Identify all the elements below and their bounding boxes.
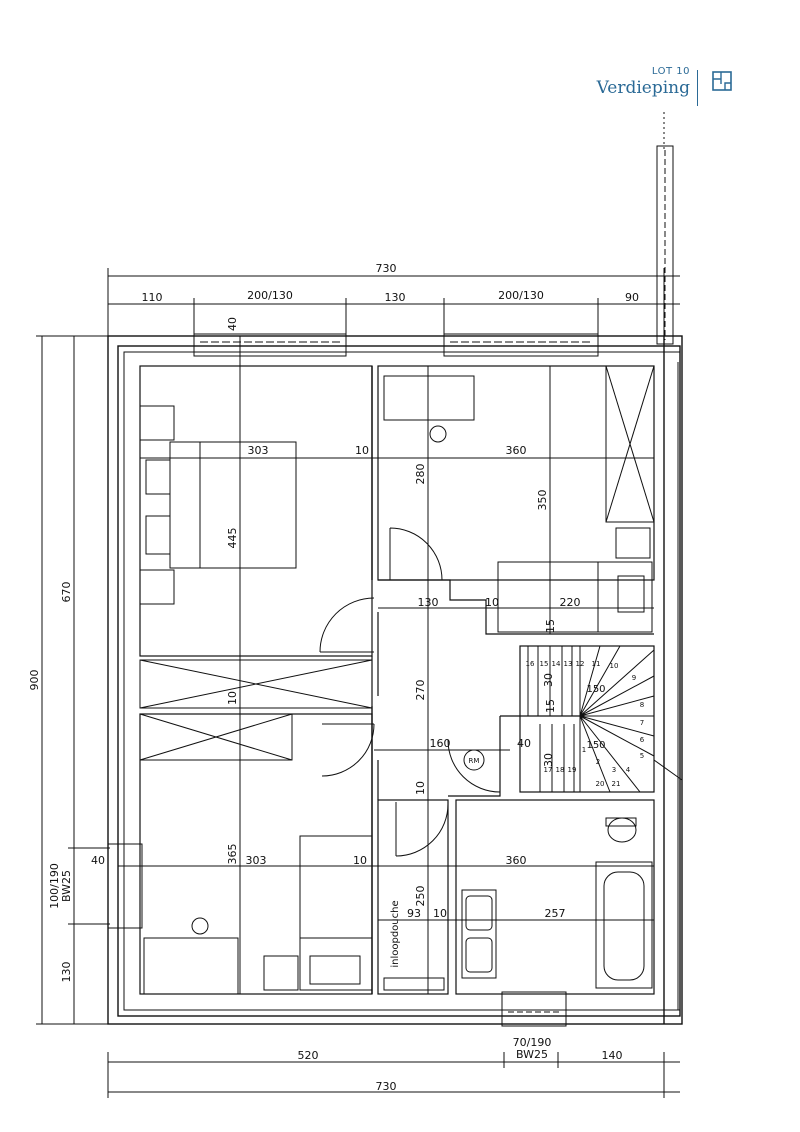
dim-room-width-3: 303 — [246, 854, 267, 867]
dim-room-depth-1: 445 — [226, 528, 239, 549]
dim-top-1: 110 — [142, 291, 163, 304]
dim-small-11: 30 — [542, 753, 555, 767]
stair-step-4: 4 — [626, 766, 631, 774]
dim-hall-3: 160 — [430, 737, 451, 750]
dim-room-depth-5: 250 — [414, 886, 427, 907]
plan-header: LOT 10 Verdieping — [597, 66, 690, 98]
dim-small-9: 15 — [544, 699, 557, 713]
stair-step-13: 13 — [564, 660, 573, 668]
stair-step-1: 1 — [582, 746, 586, 754]
dim-bottom-2: 70/190 — [513, 1036, 552, 1049]
dim-room-width-2: 360 — [506, 444, 527, 457]
dim-small-12: 93 — [407, 907, 421, 920]
rm-label: RM — [469, 757, 480, 765]
stair-step-11: 11 — [592, 660, 601, 668]
dim-room-width-5: 257 — [545, 907, 566, 920]
dim-small-10: 30 — [542, 673, 555, 687]
dim-bottom-4: 140 — [602, 1049, 623, 1062]
dim-left-2: 100/190 — [48, 863, 61, 909]
shower-label: inloopdouche — [390, 900, 401, 967]
dim-window-top: 40 — [226, 317, 239, 331]
dim-left-1: 670 — [60, 582, 73, 603]
stair-step-10: 10 — [610, 662, 619, 670]
dim-small-6: 10 — [414, 781, 427, 795]
header-divider — [697, 70, 698, 106]
dim-room-depth-3: 350 — [536, 490, 549, 511]
dim-hall-4: 40 — [517, 737, 531, 750]
dim-bottom-total: 730 — [376, 1080, 397, 1093]
dim-top-5: 90 — [625, 291, 639, 304]
stair-step-16: 16 — [526, 660, 535, 668]
dim-small-4: 10 — [433, 907, 447, 920]
dim-hall-5: 220 — [560, 596, 581, 609]
stair-step-20: 20 — [596, 780, 605, 788]
stair-step-19: 19 — [568, 766, 577, 774]
dim-window-left: 40 — [91, 854, 105, 867]
dim-bottom-1: 520 — [298, 1049, 319, 1062]
dim-left-3: BW25 — [60, 870, 73, 902]
dim-room-depth-2: 280 — [414, 464, 427, 485]
dim-top-total: 730 — [376, 262, 397, 275]
dim-top-4: 200/130 — [498, 289, 544, 302]
dim-small-3: 10 — [353, 854, 367, 867]
stair-step-7: 7 — [640, 719, 644, 727]
dim-room-depth-4: 365 — [226, 844, 239, 865]
stair-step-8: 8 — [640, 701, 644, 709]
stair-width-2: 150 — [586, 740, 605, 751]
dim-hall-2: 270 — [414, 680, 427, 701]
dim-hall-1: 130 — [418, 596, 439, 609]
stair-step-17: 17 — [544, 766, 553, 774]
stair-step-6: 6 — [640, 736, 645, 744]
dim-room-width-1: 303 — [248, 444, 269, 457]
dim-top-2: 200/130 — [247, 289, 293, 302]
stair-step-18: 18 — [556, 766, 565, 774]
stair-step-15: 15 — [540, 660, 549, 668]
dim-left-total: 900 — [28, 670, 41, 691]
dim-small-2: 10 — [485, 596, 499, 609]
dim-small-5: 10 — [226, 691, 239, 705]
stair-step-2: 2 — [596, 758, 600, 766]
dim-top-3: 130 — [385, 291, 406, 304]
dim-bottom-3: BW25 — [516, 1048, 548, 1061]
stair-step-12: 12 — [576, 660, 585, 668]
stair-step-3: 3 — [612, 766, 616, 774]
floorplan-icon — [712, 71, 732, 91]
floor-title: Verdieping — [596, 78, 690, 98]
dim-left-4: 130 — [60, 962, 73, 983]
dim-small-8: 15 — [544, 619, 557, 633]
stair-width-1: 150 — [586, 684, 605, 695]
lot-number: LOT 10 — [651, 66, 690, 77]
dim-small-1: 10 — [355, 444, 369, 457]
stair-step-9: 9 — [632, 674, 636, 682]
stair-step-5: 5 — [640, 752, 644, 760]
dim-room-width-4: 360 — [506, 854, 527, 867]
stair-step-14: 14 — [552, 660, 561, 668]
stair-step-21: 21 — [612, 780, 621, 788]
